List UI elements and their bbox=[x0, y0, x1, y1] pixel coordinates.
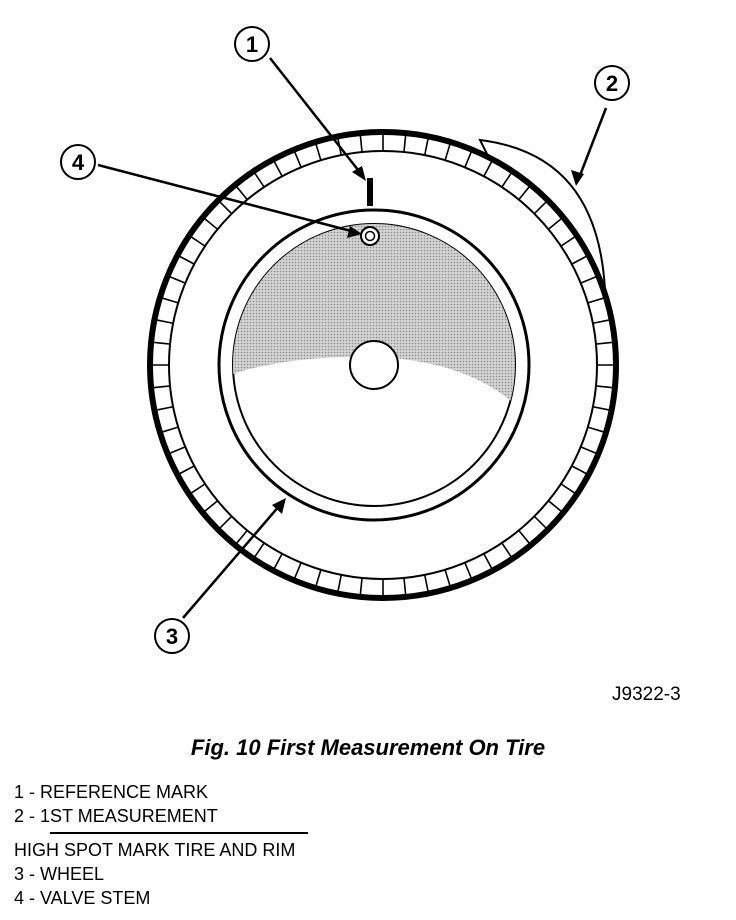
tread-divider bbox=[190, 483, 206, 495]
tread-divider bbox=[595, 385, 613, 389]
legend-item: HIGH SPOT MARK TIRE AND RIM bbox=[14, 840, 296, 860]
tread-divider bbox=[190, 235, 206, 247]
tread-divider bbox=[483, 553, 493, 570]
tread-divider bbox=[403, 135, 407, 153]
leader-1-arrow bbox=[352, 166, 366, 181]
legend-item: 2 - 1ST MEASUREMENT bbox=[14, 806, 218, 826]
tread-divider bbox=[547, 217, 563, 230]
tread-divider bbox=[315, 143, 322, 161]
tread-divider bbox=[444, 569, 451, 587]
tread-divider bbox=[592, 405, 610, 411]
tread-divider bbox=[483, 160, 493, 177]
tread-divider bbox=[169, 446, 186, 455]
callout-2-number: 2 bbox=[606, 71, 618, 96]
callout-3: 3 bbox=[154, 618, 190, 654]
tread-divider bbox=[293, 151, 302, 168]
tread-divider bbox=[235, 529, 248, 545]
tread-divider bbox=[580, 446, 597, 455]
tread-divider bbox=[595, 341, 613, 345]
tread-divider bbox=[153, 341, 171, 345]
tread-divider bbox=[501, 542, 513, 558]
leader-4 bbox=[97, 163, 356, 234]
tread-divider bbox=[501, 172, 513, 188]
legend-item: 1 - REFERENCE MARK bbox=[14, 782, 209, 802]
tread-blocks bbox=[152, 134, 614, 596]
tread-divider bbox=[518, 185, 531, 201]
tread-divider bbox=[235, 185, 248, 201]
tread-divider bbox=[464, 562, 473, 579]
leader-4-arrow bbox=[347, 226, 362, 238]
tread-divider bbox=[403, 577, 407, 595]
tread-divider bbox=[169, 275, 186, 284]
tread-divider bbox=[587, 426, 605, 433]
tread-divider bbox=[293, 562, 302, 579]
tread-divider bbox=[571, 465, 588, 475]
tread-divider bbox=[533, 515, 547, 529]
leader-3-arrow bbox=[272, 498, 286, 514]
leader-3 bbox=[182, 504, 281, 619]
tread-divider bbox=[178, 465, 195, 475]
callout-4: 4 bbox=[60, 144, 96, 180]
callout-1: 1 bbox=[234, 26, 270, 62]
tread-divider bbox=[560, 235, 576, 247]
callout-3-number: 3 bbox=[166, 624, 178, 649]
tread-divider bbox=[156, 405, 174, 411]
tread-divider bbox=[359, 577, 363, 595]
tread-divider bbox=[423, 574, 429, 592]
tread-divider bbox=[464, 151, 473, 168]
tread-divider bbox=[444, 143, 451, 161]
callout-1-number: 1 bbox=[246, 32, 258, 57]
tread-divider bbox=[359, 135, 363, 153]
tread-divider bbox=[253, 542, 265, 558]
tread-divider bbox=[518, 529, 531, 545]
legend: 1 - REFERENCE MARK 2 - 1ST MEASUREMENT H… bbox=[14, 780, 308, 910]
tread-divider bbox=[587, 297, 605, 304]
tread-divider bbox=[203, 500, 219, 513]
tread-divider bbox=[219, 515, 233, 529]
callout-2: 2 bbox=[594, 65, 630, 101]
tread-divider bbox=[203, 217, 219, 230]
leader-2 bbox=[577, 107, 608, 179]
tread-divider bbox=[219, 201, 233, 215]
leader-1 bbox=[269, 57, 363, 176]
valve-stem-core bbox=[364, 230, 376, 242]
tread-divider bbox=[273, 553, 283, 570]
tread-divider bbox=[153, 385, 171, 389]
tread-divider bbox=[161, 297, 179, 304]
tread-divider bbox=[337, 574, 343, 592]
tread-divider bbox=[580, 275, 597, 284]
wheel-shaded-area bbox=[233, 224, 515, 420]
tread-divider bbox=[273, 160, 283, 177]
figure-id: J9322-3 bbox=[612, 684, 681, 705]
tread-divider bbox=[161, 426, 179, 433]
tread-divider bbox=[315, 569, 322, 587]
tread-divider bbox=[560, 483, 576, 495]
tread-divider bbox=[592, 319, 610, 325]
leader-2-arrow bbox=[571, 170, 584, 186]
figure-caption: Fig. 10 First Measurement On Tire bbox=[190, 735, 546, 760]
legend-divider bbox=[50, 832, 308, 834]
tread-divider bbox=[423, 138, 429, 156]
hub-hole bbox=[349, 340, 399, 390]
tread-divider bbox=[156, 319, 174, 325]
tread-divider bbox=[571, 255, 588, 265]
tread-divider bbox=[547, 500, 563, 513]
tread-divider bbox=[253, 172, 265, 188]
tire-diagram: 1 2 3 4 bbox=[60, 26, 630, 654]
tread-divider bbox=[533, 201, 547, 215]
legend-item: 3 - WHEEL bbox=[14, 864, 105, 884]
callout-4-number: 4 bbox=[72, 150, 85, 175]
reference-mark bbox=[367, 178, 373, 206]
legend-item: 4 - VALVE STEM bbox=[14, 888, 151, 908]
tread-divider bbox=[178, 255, 195, 265]
